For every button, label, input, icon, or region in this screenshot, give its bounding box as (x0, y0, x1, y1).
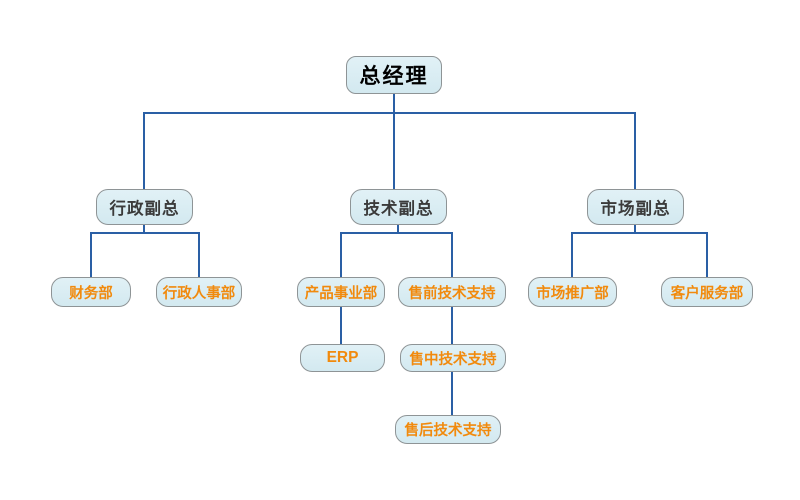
node-general-manager: 总经理 (346, 56, 442, 94)
connector-vp-tech-to-product (340, 232, 342, 277)
node-product-division: 产品事业部 (297, 277, 385, 307)
node-aftersales-support: 售后技术支持 (395, 415, 501, 444)
node-admin-hr-dept: 行政人事部 (156, 277, 242, 307)
node-presales-support: 售前技术支持 (398, 277, 506, 307)
connector-presales-to-midsales (451, 307, 453, 344)
node-marketing-dept: 市场推广部 (528, 277, 617, 307)
connector-level1-horizontal (143, 112, 636, 114)
connector-gm-to-vp-admin (143, 112, 145, 189)
connector-vp-market-to-marketing (571, 232, 573, 277)
node-vp-tech: 技术副总 (350, 189, 447, 225)
connector-vp-market-to-customer (706, 232, 708, 277)
connector-vp-admin-stem (143, 225, 145, 234)
connector-vp-admin-to-admin-hr (198, 232, 200, 277)
connector-gm-to-vp-tech (393, 94, 395, 189)
connector-midsales-to-aftersales (451, 372, 453, 415)
connector-vp-market-stem (634, 225, 636, 234)
node-customer-service: 客户服务部 (661, 277, 753, 307)
node-vp-market: 市场副总 (587, 189, 684, 225)
connector-product-to-erp (340, 307, 342, 344)
connector-vp-admin-horizontal (90, 232, 200, 234)
connector-gm-to-vp-market (634, 112, 636, 189)
connector-vp-tech-to-presales (451, 232, 453, 277)
node-erp: ERP (300, 344, 385, 372)
node-midsales-support: 售中技术支持 (400, 344, 506, 372)
node-vp-admin: 行政副总 (96, 189, 193, 225)
node-finance-dept: 财务部 (51, 277, 131, 307)
connector-vp-tech-horizontal (340, 232, 453, 234)
connector-vp-market-horizontal (571, 232, 708, 234)
connector-vp-admin-to-finance (90, 232, 92, 277)
connector-vp-tech-stem (397, 225, 399, 234)
